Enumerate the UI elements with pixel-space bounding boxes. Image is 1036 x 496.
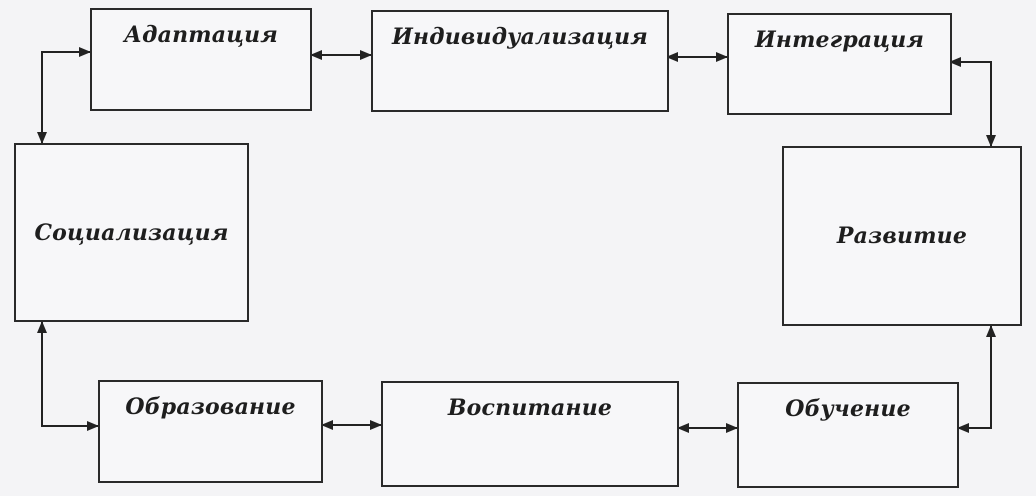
node-label: Образование bbox=[125, 394, 296, 420]
connector-socialization-adaptation bbox=[37, 47, 91, 144]
node-education: Образование bbox=[98, 380, 323, 483]
node-socialization: Социализация bbox=[14, 143, 249, 322]
node-development: Развитие bbox=[782, 146, 1022, 326]
node-teaching: Обучение bbox=[737, 382, 959, 488]
connector-education-socialization bbox=[37, 321, 99, 431]
node-label: Интеграция bbox=[754, 27, 925, 53]
node-label: Развитие bbox=[836, 223, 968, 249]
node-label: Адаптация bbox=[124, 22, 278, 48]
node-individualization: Индивидуализация bbox=[371, 10, 669, 112]
node-label: Обучение bbox=[785, 396, 911, 422]
node-upbringing: Воспитание bbox=[381, 381, 679, 487]
node-label: Воспитание bbox=[447, 395, 613, 421]
node-adaptation: Адаптация bbox=[90, 8, 312, 111]
node-label: Индивидуализация bbox=[391, 24, 649, 50]
node-label: Социализация bbox=[34, 219, 229, 246]
connector-integration-development bbox=[949, 57, 996, 147]
connector-development-teaching bbox=[957, 325, 996, 433]
node-integration: Интеграция bbox=[727, 13, 952, 115]
